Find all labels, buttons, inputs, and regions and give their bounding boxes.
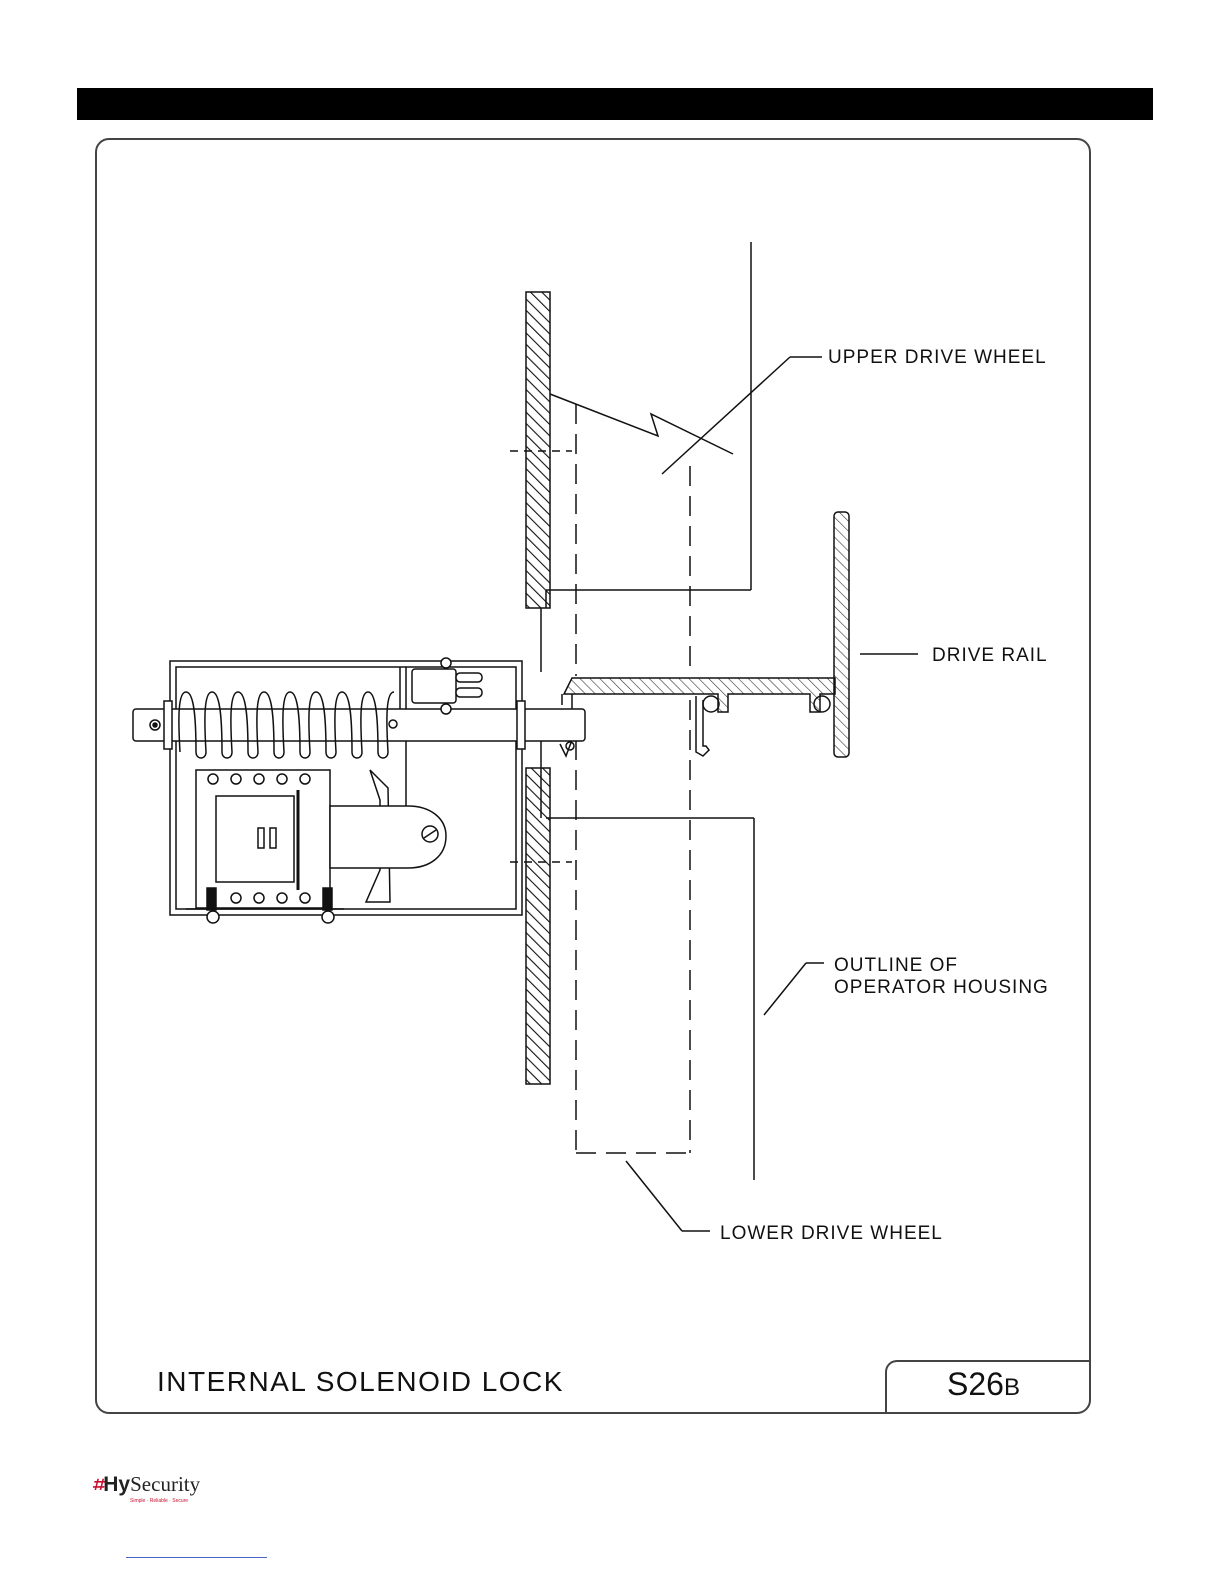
label-lower-drive-wheel: LOWER DRIVE WHEEL [720, 1223, 943, 1245]
solenoid-coil [186, 770, 344, 910]
hysecurity-logo: ⌗HySecurity Simple · Reliable · Secure [92, 1472, 200, 1497]
label-operator-housing: OPERATOR HOUSING [834, 977, 1049, 999]
logo-tagline: Simple · Reliable · Secure [130, 1498, 188, 1504]
label-upper-drive-wheel: UPPER DRIVE WHEEL [828, 347, 1047, 369]
drawing-title: INTERNAL SOLENOID LOCK [157, 1366, 564, 1398]
logo-wordmark: HySecurity [103, 1472, 200, 1496]
plunger-rod [133, 701, 585, 750]
drawing-code-suffix: B [1004, 1374, 1020, 1401]
housing-outline-lower [541, 740, 824, 1180]
drawing-code: S26B [947, 1366, 1020, 1403]
label-outline-of: OUTLINE OF [834, 955, 958, 977]
lower-wall-plate [526, 768, 550, 1084]
logo-mark-icon: ⌗ [92, 1474, 103, 1497]
logo-bold: Hy [103, 1473, 130, 1496]
label-drive-rail: DRIVE RAIL [932, 645, 1048, 667]
solenoid-plunger [330, 770, 446, 902]
upper-wall-plate [526, 292, 550, 608]
logo-text: Security [130, 1472, 200, 1496]
mounting-screws [207, 911, 334, 923]
drawing-code-main: S26 [947, 1366, 1004, 1402]
upper-drive-wheel [510, 357, 822, 676]
drive-rail [560, 512, 918, 757]
housing-outline-upper [541, 242, 751, 672]
footer-link-underline[interactable] [126, 1557, 267, 1558]
